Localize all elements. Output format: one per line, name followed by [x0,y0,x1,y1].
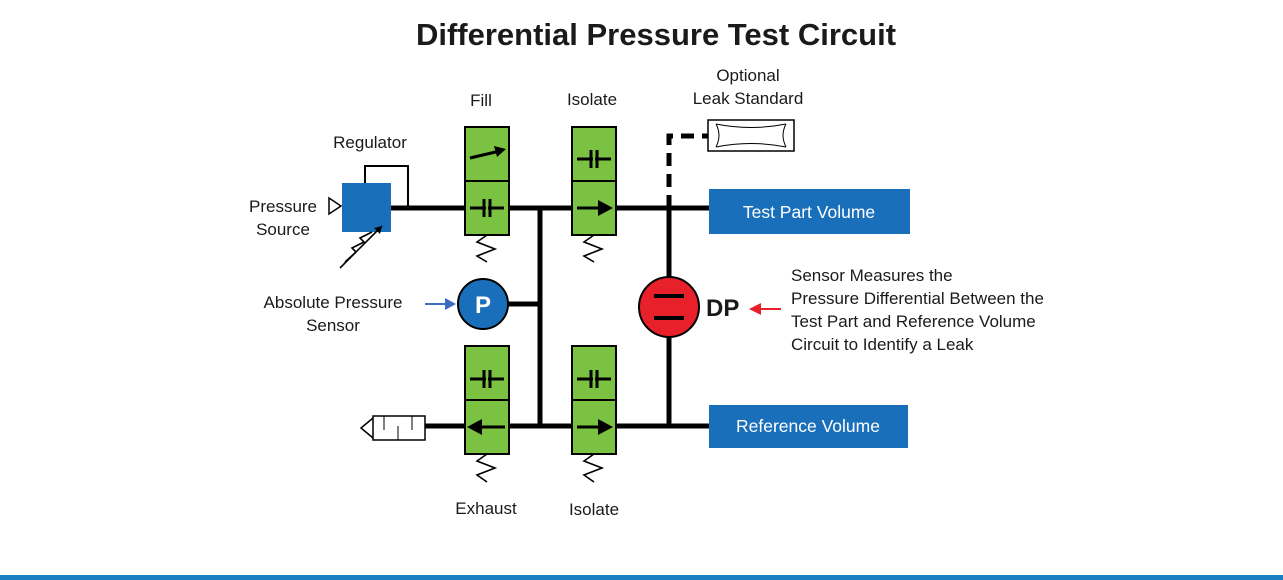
dp-note-line-2: Pressure Differential Between the [791,289,1044,308]
spring-icon [475,234,498,263]
spring-icon [582,453,605,483]
test-part-volume-label: Test Part Volume [743,202,875,222]
leak-standard-icon [707,119,795,152]
absolute-pressure-sensor [457,278,509,330]
abs-sensor-label-2: Sensor [306,316,360,335]
test-part-volume-box [709,189,910,234]
isolate-valve-bottom [571,345,617,483]
spring-icon [582,234,605,263]
isolate-top-label: Isolate [567,90,617,109]
dp-sensor-letters: DP [706,295,739,322]
reference-volume-box [709,405,908,448]
isolate-valve-top [571,126,617,263]
isolate-bottom-label: Isolate [569,500,619,519]
pressure-source-label: Pressure [249,197,317,216]
exhaust-label: Exhaust [455,499,517,518]
pressure-source-label-2: Source [256,220,310,239]
exhaust-muffler-icon [359,415,426,441]
dp-note-line-3: Test Part and Reference Volume [791,312,1036,331]
pressure-source-triangle-icon [328,196,343,216]
fill-label: Fill [470,91,492,110]
reference-volume-label: Reference Volume [736,416,880,436]
p-sensor-letter: P [475,292,491,319]
optional-label: Optional [716,66,779,85]
regulator [339,183,391,269]
dp-sensor [638,276,700,338]
regulator-label: Regulator [333,133,407,152]
dp-note-line-1: Sensor Measures the [791,266,953,285]
dp-note-line-4: Circuit to Identify a Leak [791,335,974,354]
diagram-title: Differential Pressure Test Circuit [416,17,896,52]
abs-sensor-arrowhead [445,298,456,310]
spring-icon [475,453,498,483]
footer-bar [0,575,1283,580]
fill-valve [464,126,510,263]
leak-standard-label: Leak Standard [693,89,804,108]
abs-sensor-label: Absolute Pressure [264,293,403,312]
exhaust-valve [464,345,510,483]
dp-arrowhead [749,303,761,315]
